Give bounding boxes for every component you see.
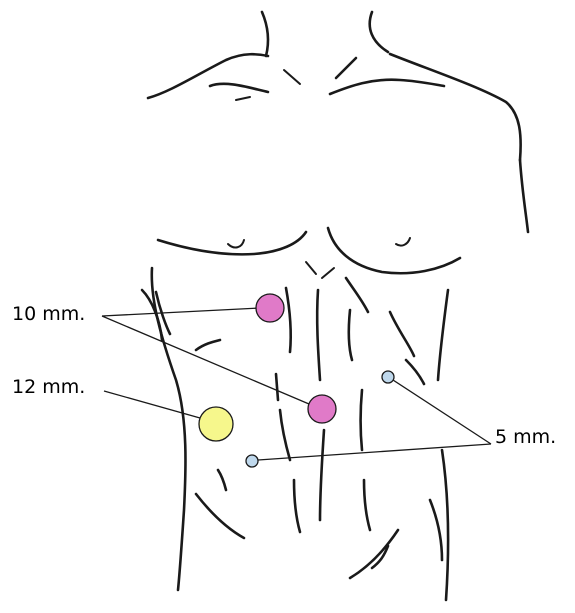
label-5mm: 5 mm.: [495, 426, 556, 448]
left-rectus-mid: [280, 410, 290, 460]
left-tendinous-mark: [196, 340, 220, 350]
port-10mm-lower: [308, 395, 336, 423]
left-inguinal-line: [196, 494, 244, 538]
right-nipple-mark: [396, 238, 410, 246]
left-nipple-mark: [228, 240, 244, 247]
neck-right-line: [370, 12, 388, 52]
leader-5mm-lower: [258, 444, 491, 460]
right-shoulder-line: [390, 54, 521, 160]
leader-10mm-lower: [102, 316, 309, 404]
xiphoid-left: [306, 262, 316, 274]
right-flank-upper: [438, 290, 448, 380]
sternal-notch-line: [336, 58, 356, 78]
label-12mm: 12 mm.: [12, 376, 85, 398]
left-clavicle-line: [210, 84, 268, 92]
left-arm-line: [142, 290, 162, 340]
rectus-segment-3: [390, 312, 414, 356]
right-arm-edge: [520, 160, 528, 232]
linea-alba-upper: [317, 290, 320, 380]
label-10mm: 10 mm.: [12, 303, 85, 325]
left-shoulder-line: [148, 54, 268, 98]
neck-base-mark: [284, 70, 300, 84]
right-rectus-lower: [361, 390, 363, 450]
xiphoid-right: [322, 268, 334, 278]
left-inguinal-mark: [218, 470, 226, 490]
lower-abdomen-line-1: [294, 480, 300, 532]
port-markers: [199, 294, 394, 467]
right-clavicle-line: [330, 80, 444, 94]
right-flank-crease: [430, 500, 442, 560]
leader-10mm-upper: [102, 308, 260, 316]
linea-alba-lower: [320, 430, 324, 520]
right-tendinous-mark: [406, 360, 424, 384]
lower-abdomen-line-2: [364, 480, 370, 530]
rectus-segment-2: [349, 310, 352, 360]
port-5mm-lower: [246, 455, 258, 467]
leader-5mm-upper: [393, 380, 491, 444]
rectus-segment-1: [346, 278, 368, 312]
torso-outline-icon: [142, 12, 528, 600]
leader-12mm: [104, 391, 200, 418]
left-pectoral-line: [158, 232, 306, 254]
left-rectus-line: [286, 288, 291, 352]
port-5mm-upper: [382, 371, 394, 383]
right-inguinal-mark: [372, 546, 388, 568]
left-clavicle-inner: [236, 97, 250, 100]
port-10mm-upper: [256, 294, 284, 322]
neck-left-line: [262, 12, 268, 56]
right-inguinal-line: [350, 530, 398, 578]
right-pectoral-line: [328, 228, 460, 273]
right-flank-lower: [442, 450, 448, 600]
left-rectus-lower: [276, 374, 278, 400]
port-12mm: [199, 407, 233, 441]
